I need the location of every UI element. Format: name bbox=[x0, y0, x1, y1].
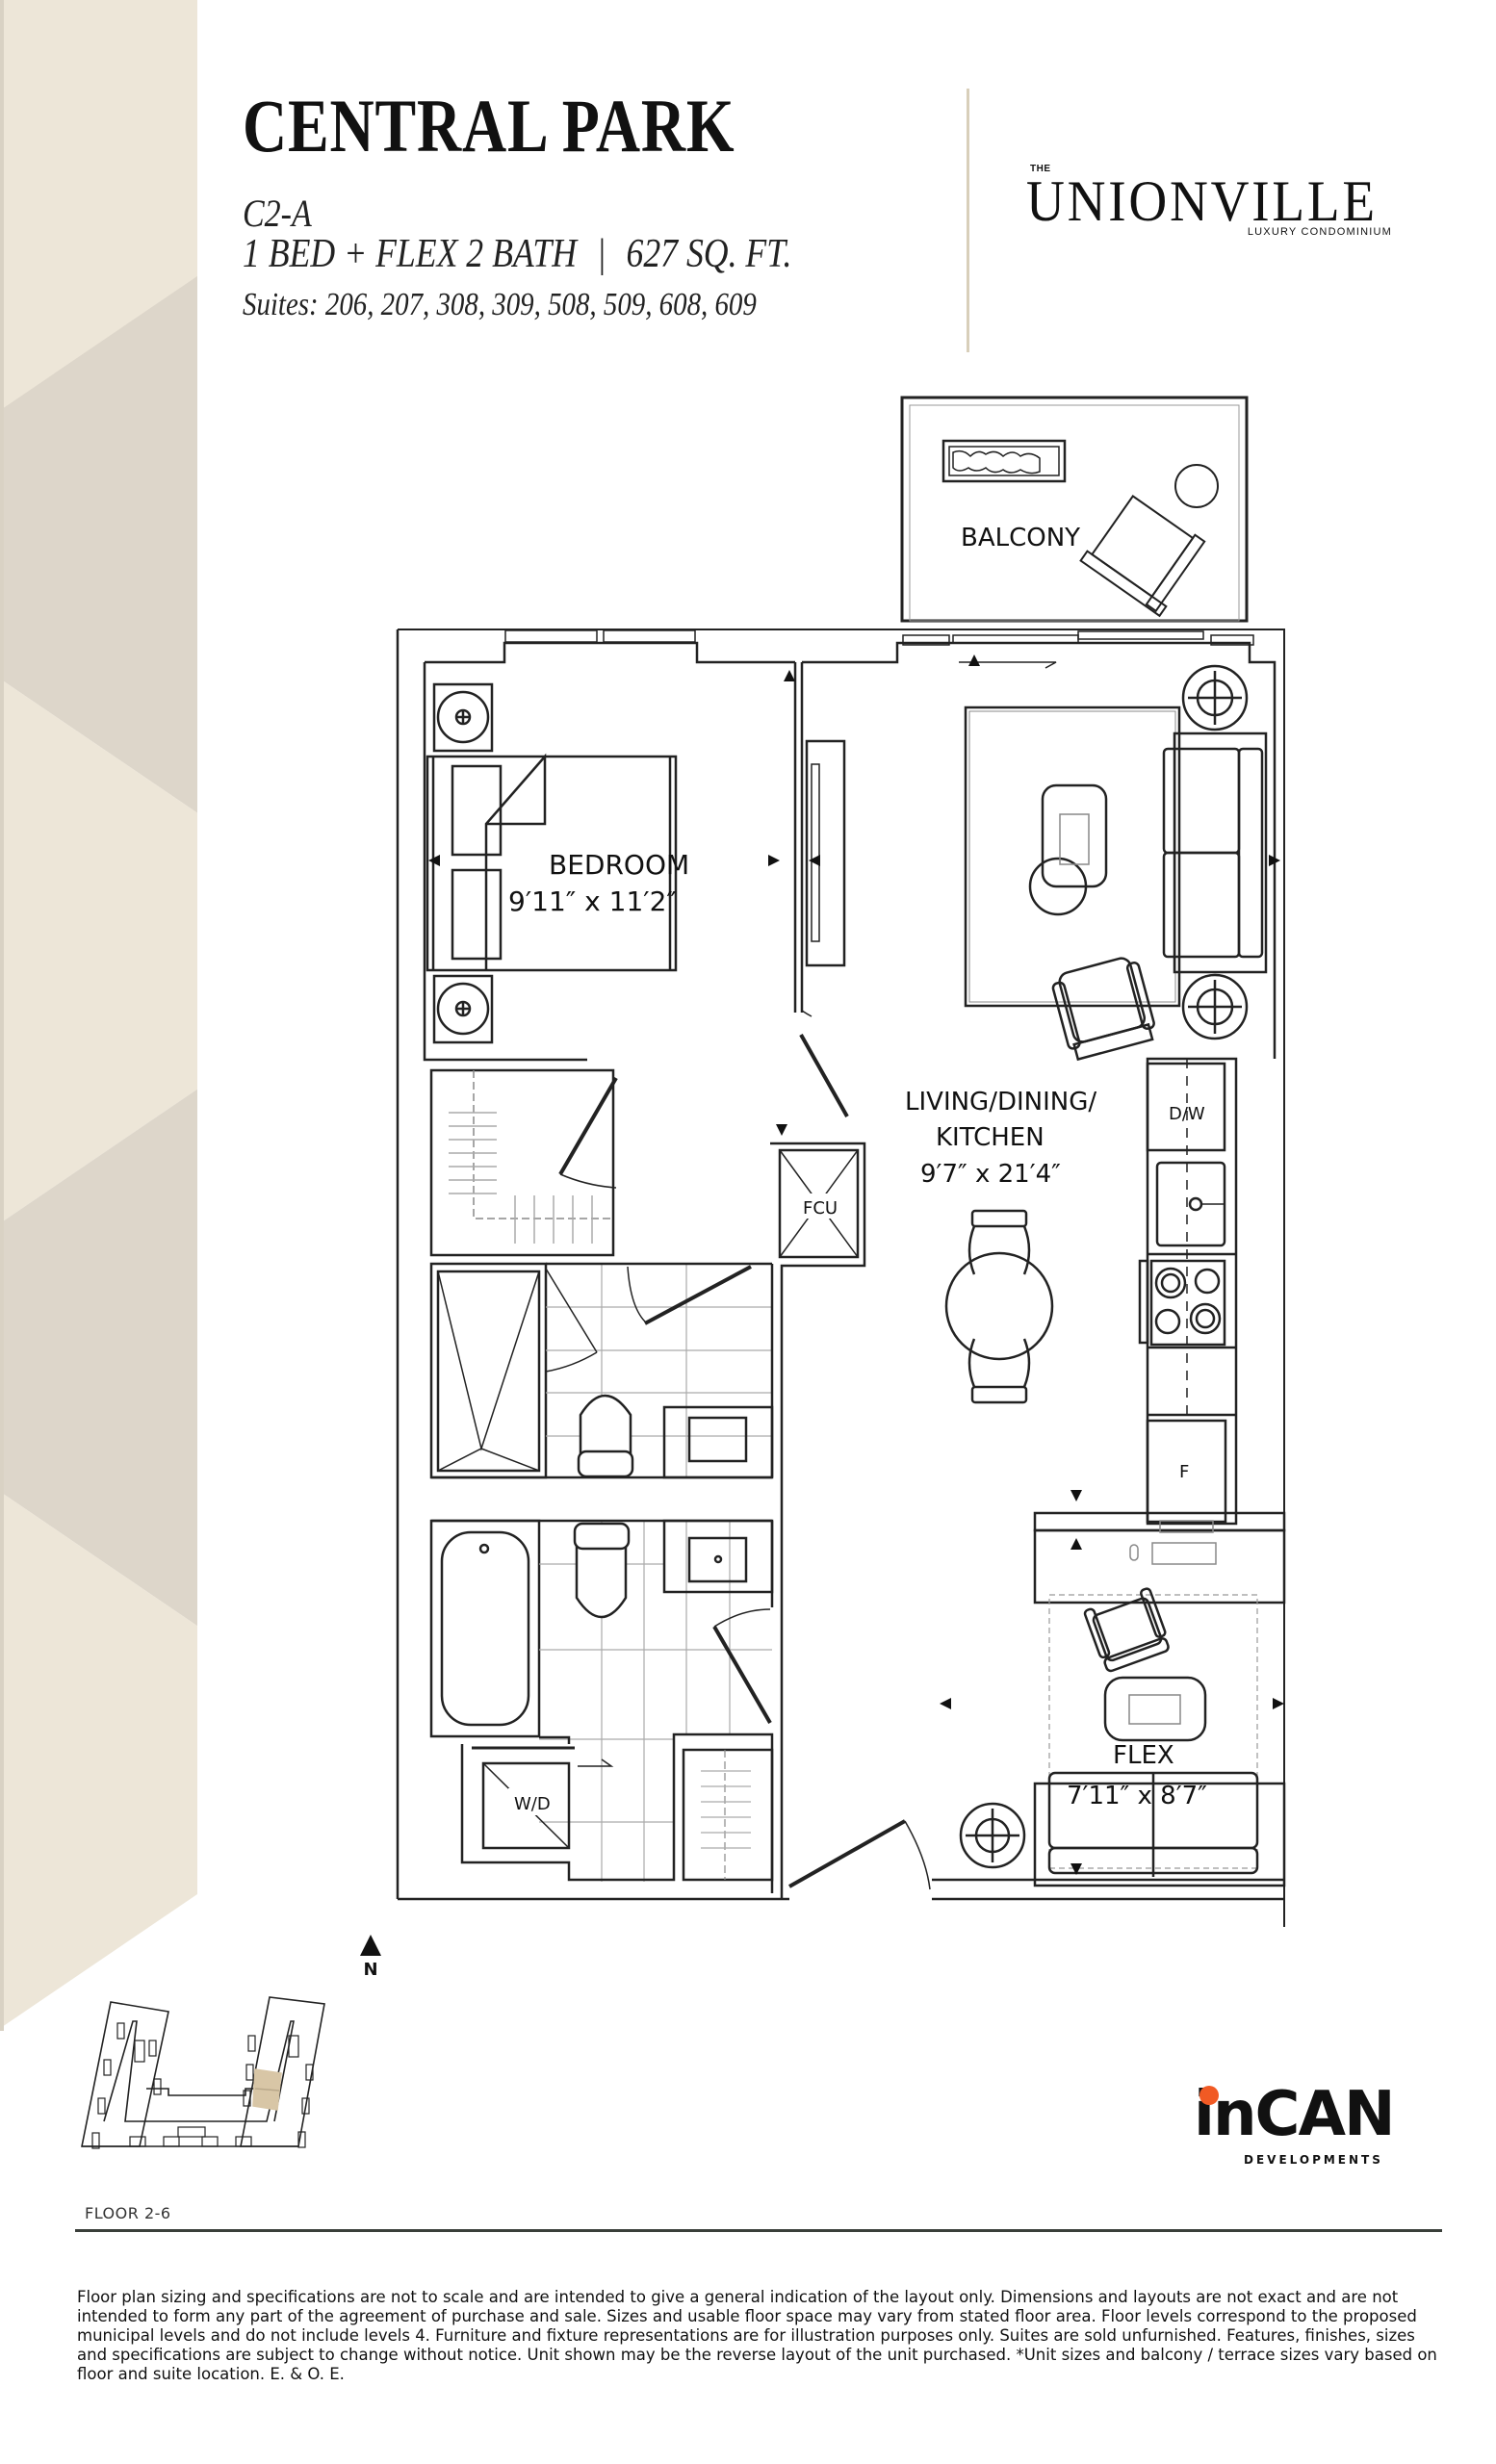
room-dims-flex: 7′11″ x 8′7″ bbox=[1067, 1782, 1207, 1810]
desk-chair-icon bbox=[1083, 1587, 1170, 1673]
room-label-bedroom: BEDROOM bbox=[549, 849, 689, 881]
logo-accent-dot-icon bbox=[1199, 2086, 1219, 2105]
model-code: C2-A bbox=[243, 192, 312, 235]
header-divider bbox=[967, 89, 969, 352]
suite-walls bbox=[396, 629, 1285, 1927]
brand-logo: THE UNIONVILLE LUXURY CONDOMINIUM bbox=[1026, 164, 1408, 238]
kitchen-counter bbox=[1138, 1057, 1238, 1526]
unit-type: 1 BED + FLEX 2 BATH bbox=[243, 232, 578, 276]
room-label-living: LIVING/DINING/ bbox=[905, 1088, 1096, 1116]
main-bathroom bbox=[429, 1519, 774, 1893]
north-compass: N bbox=[356, 1935, 385, 1980]
bedroom-furniture bbox=[426, 682, 678, 1044]
unit-area: 627 SQ. FT. bbox=[626, 232, 792, 276]
flex-furniture bbox=[932, 1511, 1286, 1887]
key-plan bbox=[81, 1996, 325, 2149]
ensuite-bathroom bbox=[429, 1262, 774, 1479]
brand-logo-tagline: LUXURY CONDOMINIUM bbox=[1247, 226, 1392, 238]
separator: | bbox=[596, 232, 606, 276]
armchair-icon bbox=[1051, 957, 1155, 1062]
fridge-label: F bbox=[1179, 1462, 1189, 1482]
dimension-markers bbox=[428, 654, 1284, 1875]
fcu-label: FCU bbox=[803, 1198, 838, 1219]
developer-logo: inCAN DEVELOPMENTS bbox=[1194, 2084, 1396, 2167]
logo-main: CAN bbox=[1254, 2079, 1396, 2150]
room-label-balcony: BALCONY bbox=[961, 524, 1080, 552]
key-plan-label: FLOOR 2-6 bbox=[85, 2204, 171, 2222]
north-arrow-icon bbox=[360, 1935, 381, 1956]
living-furniture bbox=[959, 661, 1268, 1062]
developer-logo-wordmark: inCAN bbox=[1194, 2084, 1396, 2145]
entry-door bbox=[788, 1819, 906, 1888]
north-label: N bbox=[363, 1960, 378, 1980]
developer-logo-sub: DEVELOPMENTS bbox=[1244, 2153, 1383, 2167]
room-dims-living: 9′7″ x 21′4″ bbox=[920, 1160, 1061, 1189]
footer-divider bbox=[75, 2229, 1442, 2232]
washer-dryer-label: W/D bbox=[514, 1794, 551, 1814]
room-label-flex: FLEX bbox=[1113, 1741, 1174, 1770]
decorative-side-band bbox=[0, 0, 197, 2031]
walk-in-closet bbox=[429, 1068, 618, 1257]
page-title: CENTRAL PARK bbox=[243, 84, 735, 167]
dining-table bbox=[944, 1209, 1054, 1404]
fcu-unit bbox=[770, 1142, 866, 1899]
balcony-area: BALCONY bbox=[900, 396, 1249, 623]
brand-logo-prefix: THE bbox=[1030, 164, 1051, 174]
dishwasher-label: D/W bbox=[1169, 1104, 1205, 1124]
disclaimer-text: Floor plan sizing and specifications are… bbox=[77, 2288, 1437, 2383]
room-dims-bedroom: 9′11″ x 11′2″ bbox=[508, 886, 677, 917]
tv-console bbox=[805, 739, 846, 967]
unit-summary: 1 BED + FLEX 2 BATH | 627 SQ. FT. bbox=[243, 231, 791, 277]
brand-logo-name: UNIONVILLE bbox=[1026, 169, 1378, 233]
room-label-kitchen: KITCHEN bbox=[936, 1123, 1045, 1152]
balcony-chair-icon bbox=[1079, 495, 1206, 618]
suites-list: Suites: 206, 207, 308, 309, 508, 509, 60… bbox=[243, 287, 757, 322]
